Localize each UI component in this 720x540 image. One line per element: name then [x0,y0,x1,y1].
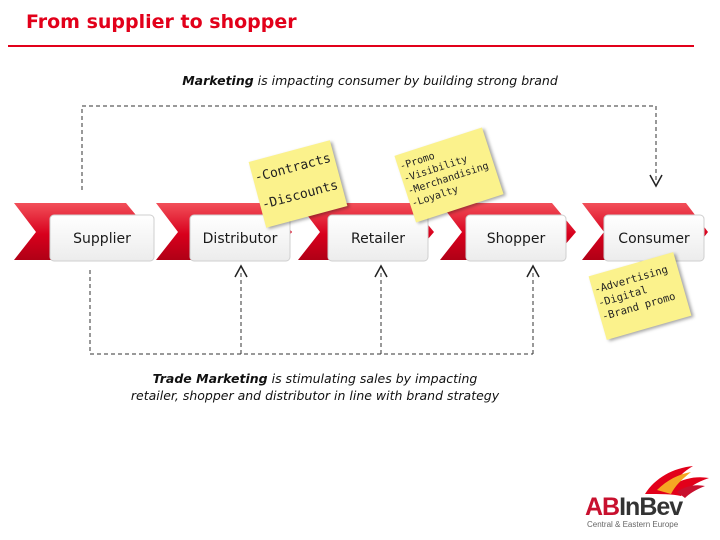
trade-marketing-caption: Trade Marketing is stimulating sales by … [130,370,500,404]
marketing-caption: Marketing is impacting consumer by build… [170,72,570,89]
chevron-consumer: Consumer [582,203,708,262]
logo-inbev: InBev [619,493,683,521]
marketing-caption-text: is impacting consumer by building strong… [253,73,558,88]
chevron-shopper: Shopper [440,203,576,262]
stage-retailer: Retailer [351,231,405,247]
stage-shopper: Shopper [487,231,546,247]
trade-caption-text: is stimulating sales by impacting retail… [130,371,500,403]
title-divider [8,45,694,47]
marketing-arrow-icon [649,174,663,188]
chevron-supplier: Supplier [14,203,155,262]
abinbev-logo: ABInBev Central & Eastern Europe [585,460,715,535]
bird-logo-icon [645,466,709,498]
stage-distributor: Distributor [203,231,278,247]
trade-marketing-connector [89,264,540,355]
chevron-retailer: Retailer [298,203,434,262]
stage-supplier: Supplier [73,231,131,247]
distributor-arrow-icon [234,264,248,278]
trade-caption-bold: Trade Marketing [152,371,268,386]
page-title: From supplier to shopper [26,11,297,33]
logo-wordmark: ABInBev [585,493,683,522]
logo-ab: AB [585,493,620,521]
marketing-caption-bold: Marketing [182,73,254,88]
retailer-arrow-icon [374,264,388,278]
logo-subtitle: Central & Eastern Europe [587,520,679,529]
marketing-connector [81,105,663,190]
shopper-arrow-icon [526,264,540,278]
stage-consumer: Consumer [618,231,690,247]
